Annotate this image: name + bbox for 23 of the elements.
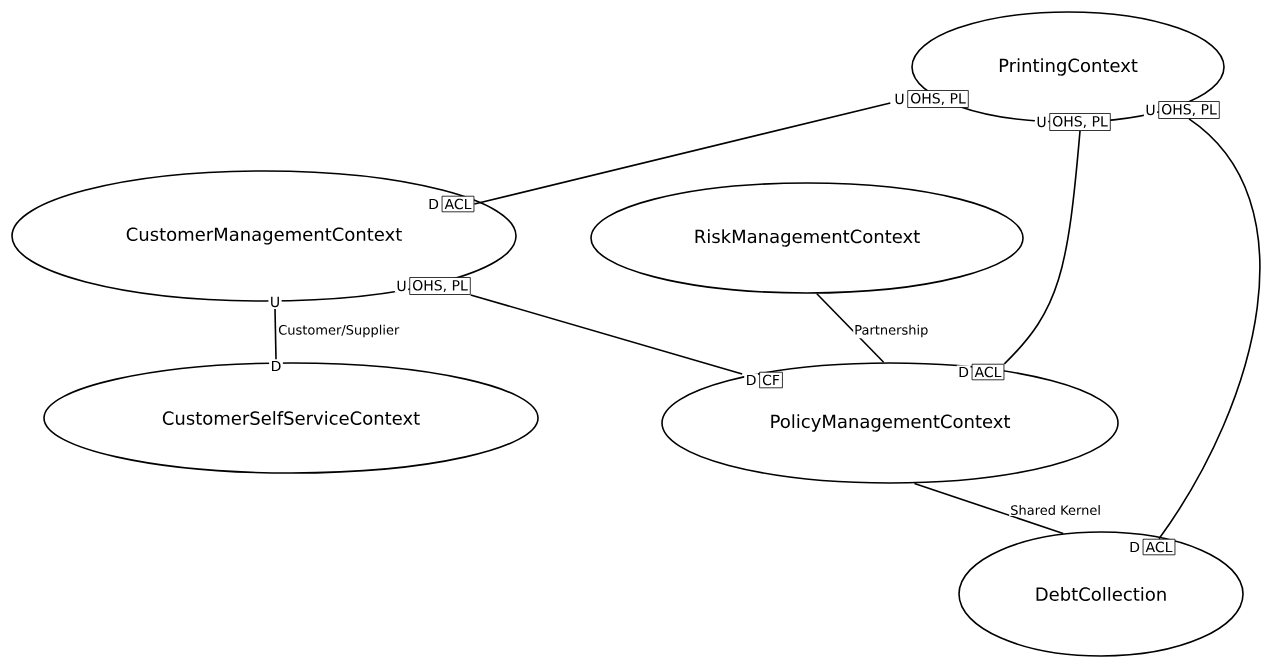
connector-line <box>913 482 1064 535</box>
edge-label: Shared Kernel <box>1009 504 1102 517</box>
role-letter: D <box>426 197 441 211</box>
role-letter: U <box>268 295 282 309</box>
role-letter: D <box>956 365 971 379</box>
role-letter: D <box>269 359 283 373</box>
edge-label: Partnership <box>853 323 930 339</box>
role-letter: D <box>1127 540 1142 554</box>
role-letter: U <box>892 92 907 106</box>
connector-line <box>473 102 892 205</box>
interface-box: ACL <box>1142 538 1176 556</box>
connector-line <box>816 292 885 364</box>
role-letter: U <box>1143 103 1158 117</box>
connector-line <box>469 294 743 375</box>
role-letter: U <box>1034 115 1049 129</box>
role-letter: U <box>394 279 409 293</box>
role-letter: D <box>744 373 758 387</box>
edge-label: Customer/Supplier <box>277 323 401 339</box>
connector-line <box>1003 130 1081 365</box>
connector-line <box>274 308 277 360</box>
interface-box: OHS, PL <box>907 90 969 108</box>
connector-line <box>1158 118 1261 540</box>
interface-box: ACL <box>441 195 475 213</box>
